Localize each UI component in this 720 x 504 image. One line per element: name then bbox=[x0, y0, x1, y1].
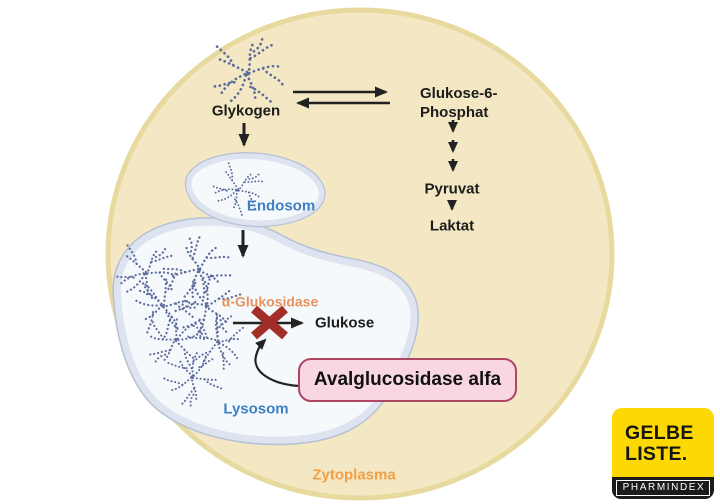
drug-annotation-label: Avalglucosidase alfa bbox=[313, 369, 502, 390]
drug-annotation-box: Avalglucosidase alfa bbox=[298, 358, 517, 402]
reaction-blocked-x-icon bbox=[251, 305, 288, 340]
logo-line1: GELBE bbox=[625, 422, 694, 444]
laktat-label: Laktat bbox=[429, 217, 475, 235]
gelbe-liste-logo: GELBE LISTE. PHARMINDEX bbox=[612, 408, 714, 499]
glykogen-label: Glykogen bbox=[211, 102, 281, 120]
endosom-organelle bbox=[184, 151, 326, 228]
logo-line2: LISTE. bbox=[625, 443, 688, 465]
alpha-glukosidase-label: α-Glukosidase bbox=[221, 293, 319, 310]
arrow-drug-to-block bbox=[254, 338, 300, 388]
lysosom-label: Lysosom bbox=[223, 400, 289, 418]
pyruvat-label: Pyruvat bbox=[424, 180, 480, 198]
endosom-label: Endosom bbox=[246, 197, 316, 215]
glukose-6-phosphat-label: Glukose-6- Phosphat bbox=[420, 85, 498, 121]
logo-tagline: PHARMINDEX bbox=[615, 480, 711, 496]
glukose-label: Glukose bbox=[315, 314, 375, 332]
logo-pharmindex-bar: PHARMINDEX bbox=[612, 477, 714, 499]
zytoplasma-label: Zytoplasma bbox=[312, 466, 396, 484]
logo-yellow-panel: GELBE LISTE. bbox=[612, 408, 714, 477]
